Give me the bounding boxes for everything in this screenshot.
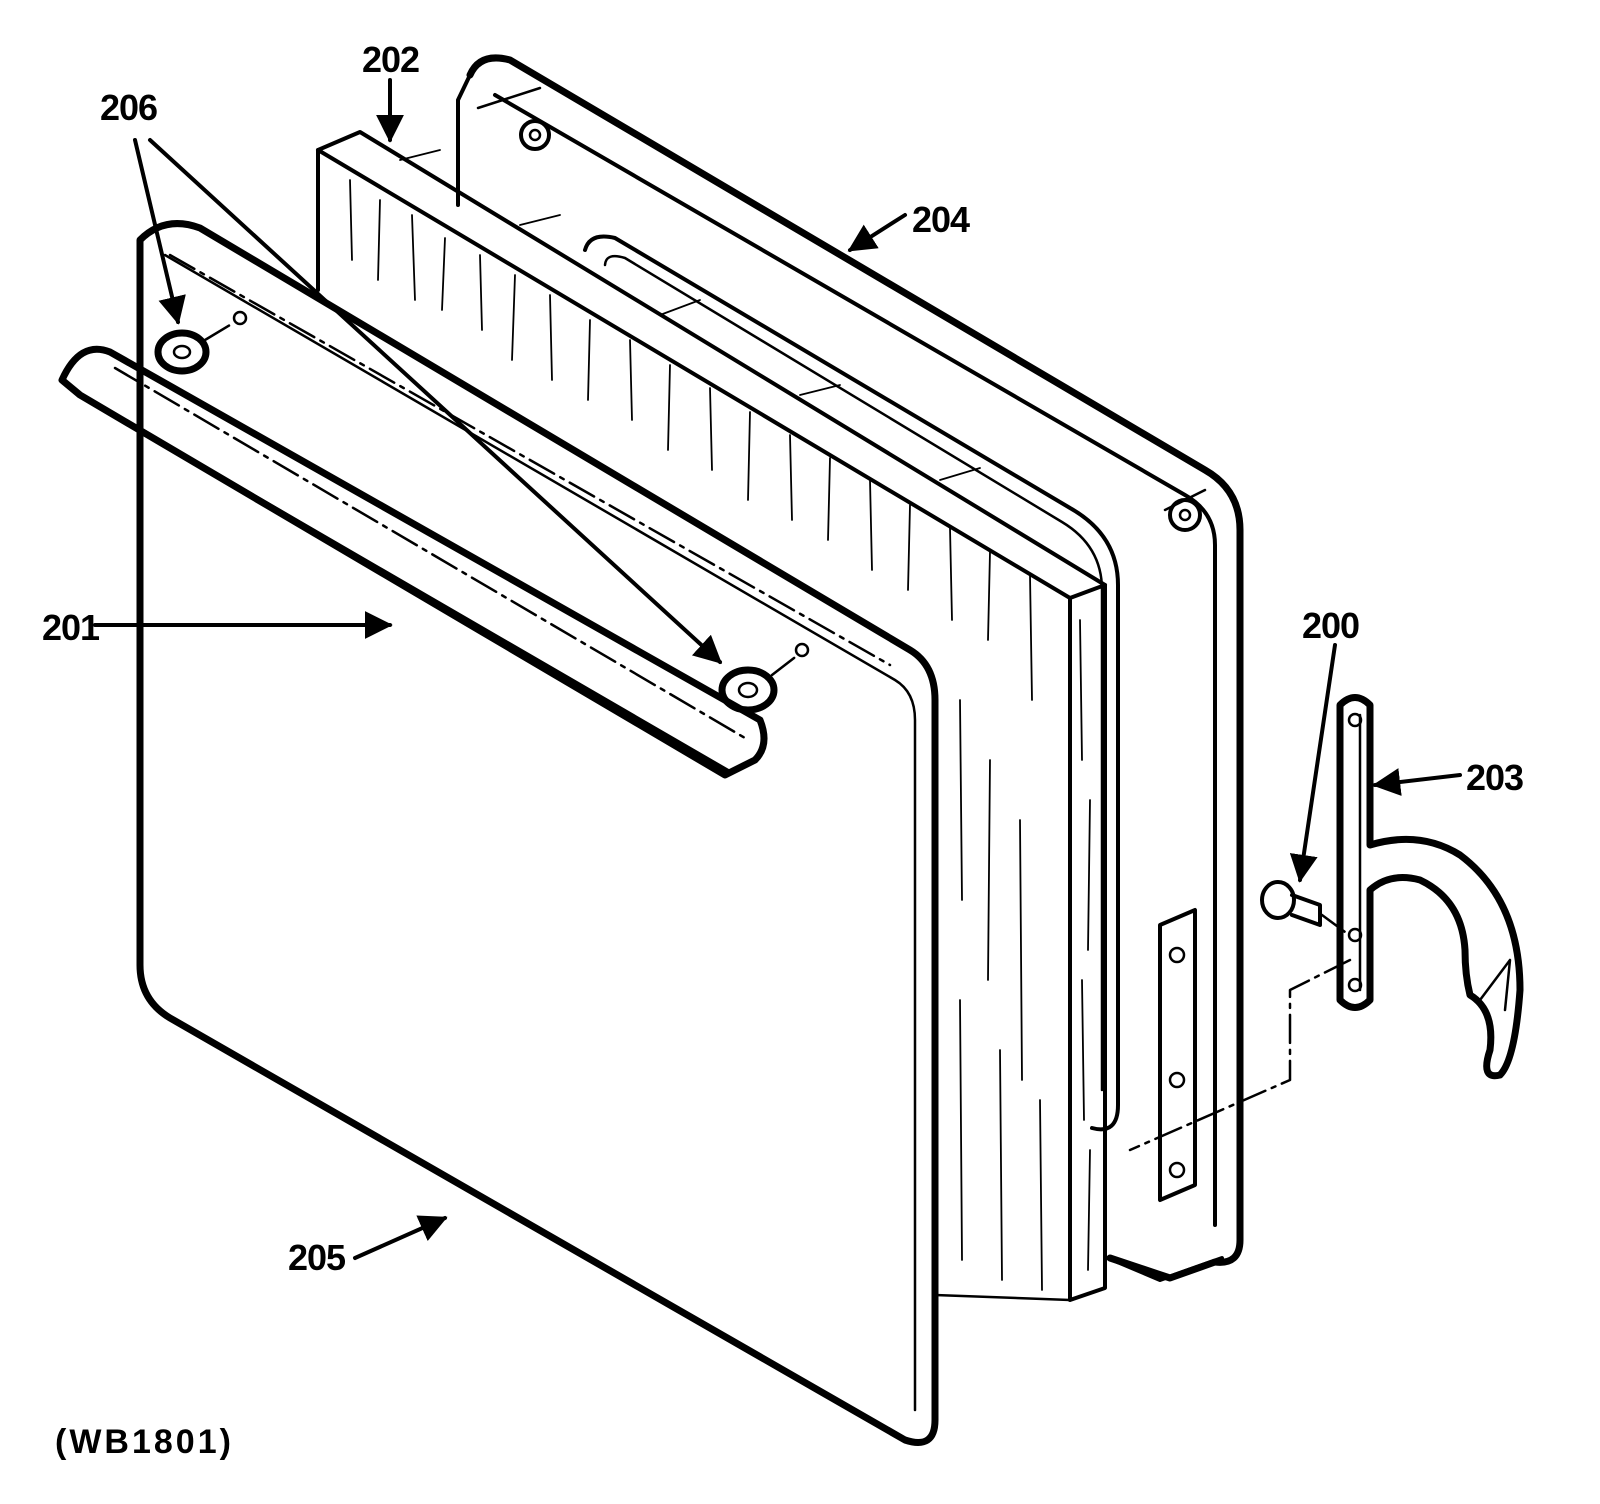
outer-door-panel-205 xyxy=(136,220,939,1446)
screw-200 xyxy=(1260,880,1347,934)
hinge-hook-203 xyxy=(1128,694,1524,1152)
callout-204: 204 xyxy=(912,199,970,240)
leader-lines xyxy=(93,78,1462,1260)
callout-200: 200 xyxy=(1302,605,1359,646)
callout-203: 203 xyxy=(1466,757,1523,798)
callout-205: 205 xyxy=(288,1237,346,1278)
callout-202: 202 xyxy=(362,39,419,80)
door-liner-204 xyxy=(456,54,1244,1282)
handle-201 xyxy=(58,345,768,779)
diagram-caption: (WB1801) xyxy=(55,1423,234,1461)
callout-201: 201 xyxy=(42,607,100,648)
insulation-202 xyxy=(316,130,1107,1302)
callout-206: 206 xyxy=(100,87,157,128)
